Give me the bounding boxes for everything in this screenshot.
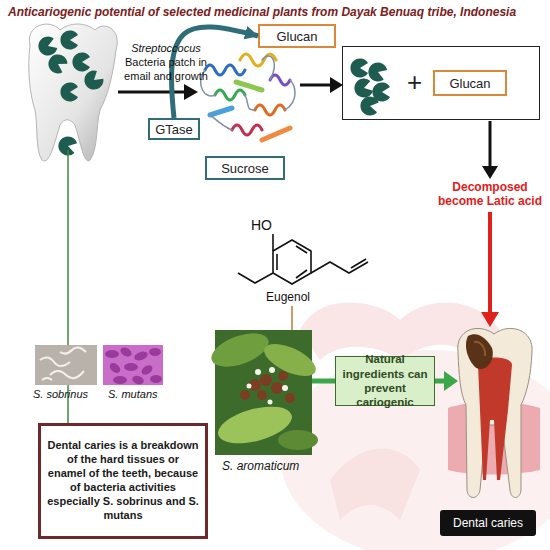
tooth-illustration xyxy=(29,24,117,161)
caries-label-box: Dental caries xyxy=(440,510,536,536)
clove-photo xyxy=(207,327,320,455)
leader-line xyxy=(291,306,293,330)
species-name: S. sobrinus xyxy=(33,388,103,400)
node-text: Glucan xyxy=(276,29,317,44)
flow-arrow xyxy=(482,121,498,179)
atom-label: HO xyxy=(251,217,275,233)
definition-box: Dental caries is a breakdown of the hard… xyxy=(38,423,208,539)
acid-arrow xyxy=(481,212,499,327)
mutans-image xyxy=(103,345,163,386)
figure-title: Anticariogenic potential of selected med… xyxy=(8,5,548,19)
enzyme-box: GTase xyxy=(148,118,200,140)
node-text: + xyxy=(407,69,422,95)
node-text: Glucan xyxy=(449,76,490,91)
glucan-box: Glucan xyxy=(258,24,336,48)
flow-arrow xyxy=(300,77,343,93)
eugenol-structure xyxy=(238,234,368,284)
prevention-box: Natural ingredients can prevent cariogen… xyxy=(335,356,435,406)
bacteria-cluster xyxy=(350,59,390,117)
node-text: Sucrose xyxy=(221,161,269,176)
glucan-box: Glucan xyxy=(433,70,507,96)
species-name: S. mutans xyxy=(108,388,168,400)
gtase-protein xyxy=(201,54,295,140)
caries-tooth xyxy=(448,328,540,497)
sobrinus-image xyxy=(35,345,97,385)
species-name: S. aromaticum xyxy=(222,459,312,473)
process-note: Decomposed become Latic acid xyxy=(434,180,546,209)
node-text: Dental caries xyxy=(453,516,523,530)
compound-name: Eugenol xyxy=(266,290,326,304)
node-text: Dental caries is a breakdown of the hard… xyxy=(47,439,199,523)
flow-arrow xyxy=(118,84,198,100)
node-text: GTase xyxy=(155,122,193,137)
node-text: Natural ingredients can prevent cariogen… xyxy=(339,352,431,410)
curved-arrow xyxy=(172,27,258,118)
product-box: + Glucan xyxy=(342,46,540,120)
arrow-label: Streptoccocus Bacteria patch in email an… xyxy=(118,42,214,83)
watermark-shape xyxy=(280,303,550,550)
substrate-box: Sucrose xyxy=(205,156,285,180)
